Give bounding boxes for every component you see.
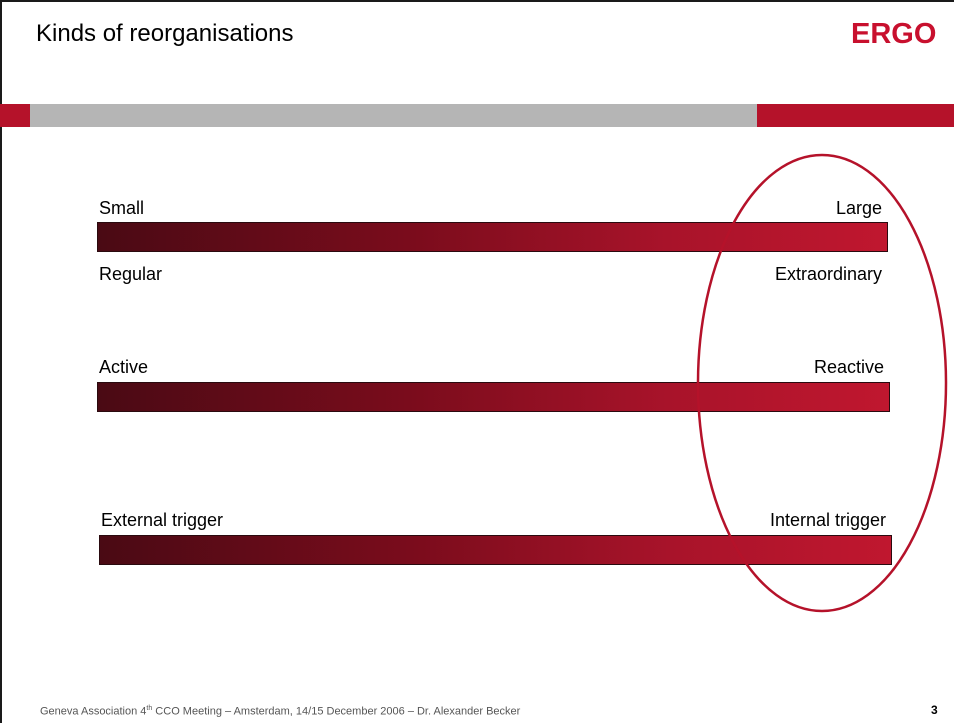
header-band-red-left: [0, 104, 30, 127]
scale-1-left-top-label: Small: [99, 198, 145, 218]
scale-2-right-top-label: Reactive: [813, 357, 884, 377]
footer-sup: th: [146, 705, 153, 712]
scale-3-left-top-label: External trigger: [101, 510, 224, 530]
scale-3-right-top-label: Internal trigger: [769, 510, 886, 530]
page-number: 3: [931, 703, 938, 717]
scale-1-right-top-label: Large: [835, 198, 882, 218]
ergo-logo: ERGO: [851, 18, 937, 50]
header-band-gray: [30, 104, 757, 127]
scale-3-gradient-bar: [99, 535, 892, 565]
highlight-ellipse-shape: [696, 153, 948, 613]
footer-text: Geneva Association 4th CCO Meeting – Ams…: [40, 705, 520, 718]
header-band-red-right: [757, 104, 954, 127]
scale-1-right-bottom-label: Extraordinary: [774, 264, 882, 284]
slide-frame-top: [0, 0, 954, 2]
scale-1-left-bottom-label: Regular: [99, 264, 163, 284]
scale-1-gradient-bar: [97, 222, 888, 252]
footer-post: CCO Meeting – Amsterdam, 14/15 December …: [152, 705, 521, 718]
footer-pre: Geneva Association 4: [40, 705, 147, 718]
slide-title: Kinds of reorganisations: [36, 20, 294, 47]
scale-2-gradient-bar: [97, 382, 890, 412]
scale-2-left-top-label: Active: [99, 357, 149, 377]
slide-frame-left: [0, 0, 2, 723]
